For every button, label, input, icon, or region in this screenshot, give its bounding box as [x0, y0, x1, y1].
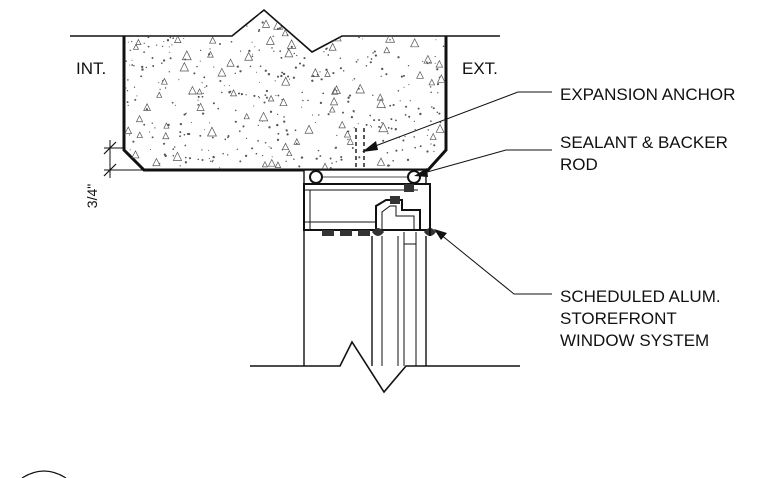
concrete-hatch [124, 10, 446, 170]
leader-storefront-window [434, 229, 552, 295]
callout-storefront-window: SCHEDULED ALUM. STOREFRONT WINDOW SYSTEM [560, 287, 725, 350]
backer-rod-left [309, 170, 323, 184]
callout-storefront-line-3: WINDOW SYSTEM [560, 331, 709, 350]
bottom-break-line [250, 340, 520, 394]
callout-storefront-line-2: STOREFRONT [560, 309, 677, 328]
dimension-text: 3/4" [84, 184, 100, 208]
callout-expansion-anchor: EXPANSION ANCHOR [560, 85, 735, 104]
leader-sealant-backer-rod [414, 149, 552, 177]
callout-expansion-anchor-line-1: EXPANSION ANCHOR [560, 85, 735, 104]
concrete-slab [70, 8, 500, 172]
expansion-anchor [355, 128, 365, 170]
detail-title-arc [21, 470, 67, 478]
interior-label: INT. [76, 59, 106, 78]
slab-outline [122, 36, 448, 172]
storefront-frame-head [303, 169, 436, 236]
glazing-unit [303, 230, 427, 366]
callout-storefront-line-1: SCHEDULED ALUM. [560, 287, 721, 306]
exterior-label: EXT. [462, 59, 498, 78]
callout-sealant-line-2: ROD [560, 155, 598, 174]
backer-rod-right [407, 170, 421, 184]
callout-sealant-line-1: SEALANT & BACKER [560, 133, 728, 152]
leader-expansion-anchor [362, 91, 552, 152]
callout-sealant-backer-rod: SEALANT & BACKER ROD [560, 133, 733, 174]
slab-break-line [70, 8, 500, 53]
dimension-three-quarter: 3/4" [84, 140, 144, 208]
